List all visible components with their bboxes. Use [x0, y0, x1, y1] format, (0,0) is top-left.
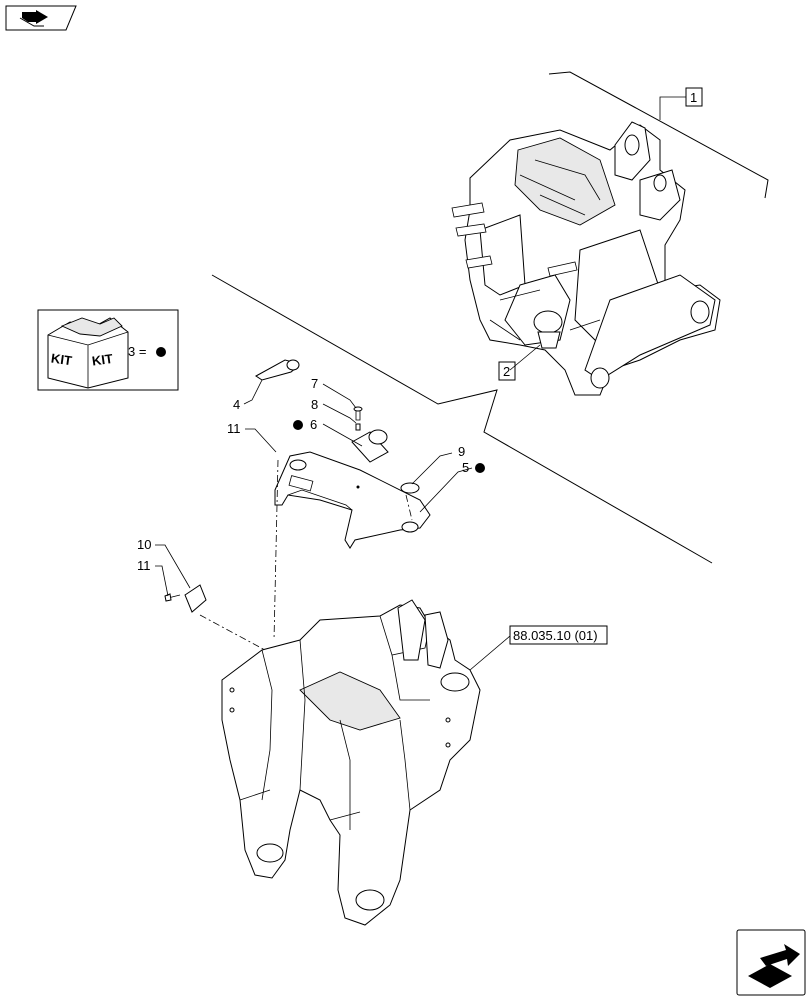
small-parts — [255, 359, 420, 494]
callout-2-text: 2 — [503, 364, 510, 379]
callout-3: 3 = — [128, 344, 146, 359]
previous-page-icon[interactable] — [5, 5, 77, 31]
callout-9: 9 — [458, 444, 465, 459]
callout-10: 10 — [137, 537, 151, 552]
next-page-icon[interactable] — [736, 929, 806, 996]
filled-circle-marker — [475, 463, 485, 473]
callout-11-upper: 11 — [227, 421, 241, 436]
callout-4: 4 — [233, 397, 240, 412]
divider-lines — [211, 71, 769, 564]
filled-circle-marker — [156, 347, 166, 357]
kit-label-left: KIT — [50, 351, 73, 369]
kit-label-right: KIT — [91, 351, 114, 369]
callout-1-text: 1 — [690, 90, 697, 105]
callout-1: 1 — [685, 87, 703, 107]
callout-7: 7 — [311, 376, 318, 391]
front-support-frame — [221, 599, 481, 926]
callout-ref[interactable]: 88.035.10 (01) — [509, 625, 608, 645]
callout-6: 6 — [310, 417, 317, 432]
alignment-lines — [199, 459, 413, 651]
kit-box: KIT KIT 3 = — [37, 309, 179, 391]
cover-plate — [164, 584, 207, 613]
callout-ref-text[interactable]: 88.035.10 (01) — [513, 628, 598, 643]
mounting-plate — [274, 451, 431, 549]
leader-lines — [155, 96, 686, 671]
front-frame-assembly — [451, 121, 721, 396]
callout-2: 2 — [498, 361, 516, 381]
filled-circle-marker — [293, 420, 303, 430]
callout-5: 5 — [462, 460, 469, 475]
callout-8: 8 — [311, 397, 318, 412]
callout-11-lower: 11 — [137, 558, 151, 573]
